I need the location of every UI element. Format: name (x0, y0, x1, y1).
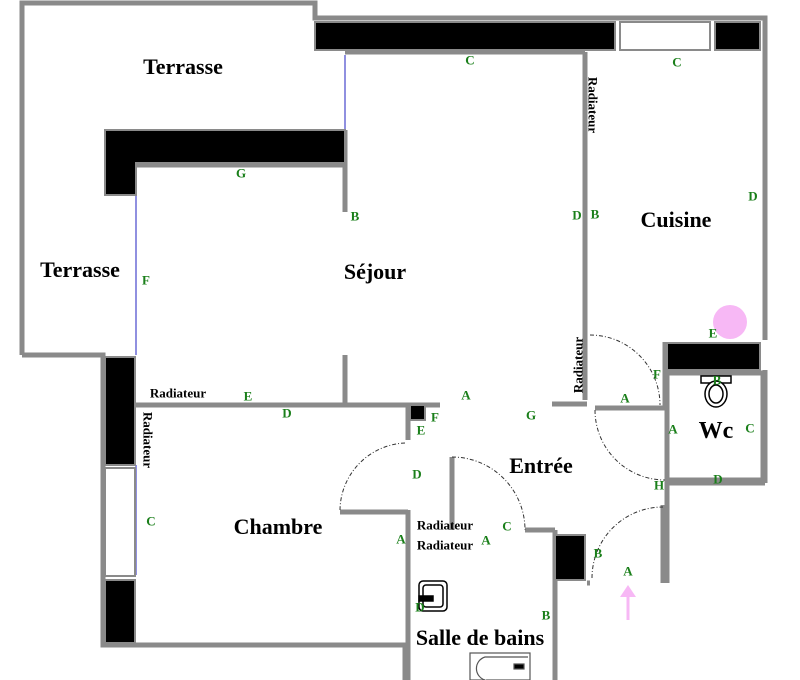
wall-marker-label: B (590, 206, 600, 222)
radiator-label: Radiateur (570, 336, 586, 394)
sink-icon (418, 580, 448, 612)
wall-marker-label: C (745, 420, 755, 436)
wall-marker-label: D (713, 471, 723, 487)
toilet-icon (700, 375, 732, 408)
door-swings (339, 334, 666, 579)
wall-marker-label: G (235, 165, 247, 181)
room-label-wc: Wc (698, 418, 734, 444)
radiator-label: Radiateur (149, 385, 207, 401)
pink-circle-marker (713, 305, 747, 339)
wall-marker-label: A (396, 531, 406, 547)
radiator-label: Radiateur (140, 411, 156, 469)
room-label-cuisine: Cuisine (640, 207, 712, 232)
wall-marker-label: C (465, 52, 475, 68)
wall-marker-label: C (146, 513, 156, 529)
radiator-label: Radiateur (416, 517, 474, 533)
windows (135, 49, 710, 575)
wall-marker-label: A (481, 532, 491, 548)
wall-marker-label: B (593, 545, 603, 561)
radiator-label: Radiateur (416, 537, 474, 553)
wall-marker-label: F (431, 409, 439, 425)
room-label-terrasse-left: Terrasse (40, 257, 120, 282)
wall-marker-label: B (541, 607, 551, 623)
room-label-sejour: Séjour (343, 259, 407, 284)
wall-marker-label: B (350, 208, 360, 224)
bathtub-icon (469, 652, 531, 680)
structural-walls (104, 21, 761, 644)
wall-marker-label: C (672, 54, 682, 70)
wall-marker-label: D (415, 599, 425, 615)
room-label-entree: Entrée (509, 453, 573, 478)
wall-marker-label: D (748, 188, 758, 204)
wall-marker-label: B (712, 372, 722, 388)
entrance-arrow-icon (620, 585, 636, 620)
walls (19, 0, 768, 680)
wall-marker-label: H (653, 477, 665, 493)
wall-marker-label: C (502, 518, 512, 534)
wall-marker-label: D (282, 405, 292, 421)
wall-marker-label: A (668, 421, 678, 437)
wall-marker-label: A (623, 563, 633, 579)
room-label-salle-de-bains: Salle de bains (415, 625, 545, 650)
wall-marker-label: D (572, 207, 582, 223)
radiator-label: Radiateur (585, 76, 601, 134)
wall-marker-label: A (620, 390, 630, 406)
wall-marker-label: F (653, 366, 661, 382)
wall-marker-label: E (708, 325, 718, 341)
room-label-chambre: Chambre (233, 514, 323, 539)
wall-marker-label: G (525, 407, 537, 423)
room-label-terrasse-top: Terrasse (143, 54, 223, 79)
wall-marker-label: E (416, 422, 426, 438)
wall-marker-label: D (412, 466, 422, 482)
wall-marker-label: A (461, 387, 471, 403)
wall-marker-label: F (142, 272, 150, 288)
wall-marker-label: E (243, 388, 253, 404)
